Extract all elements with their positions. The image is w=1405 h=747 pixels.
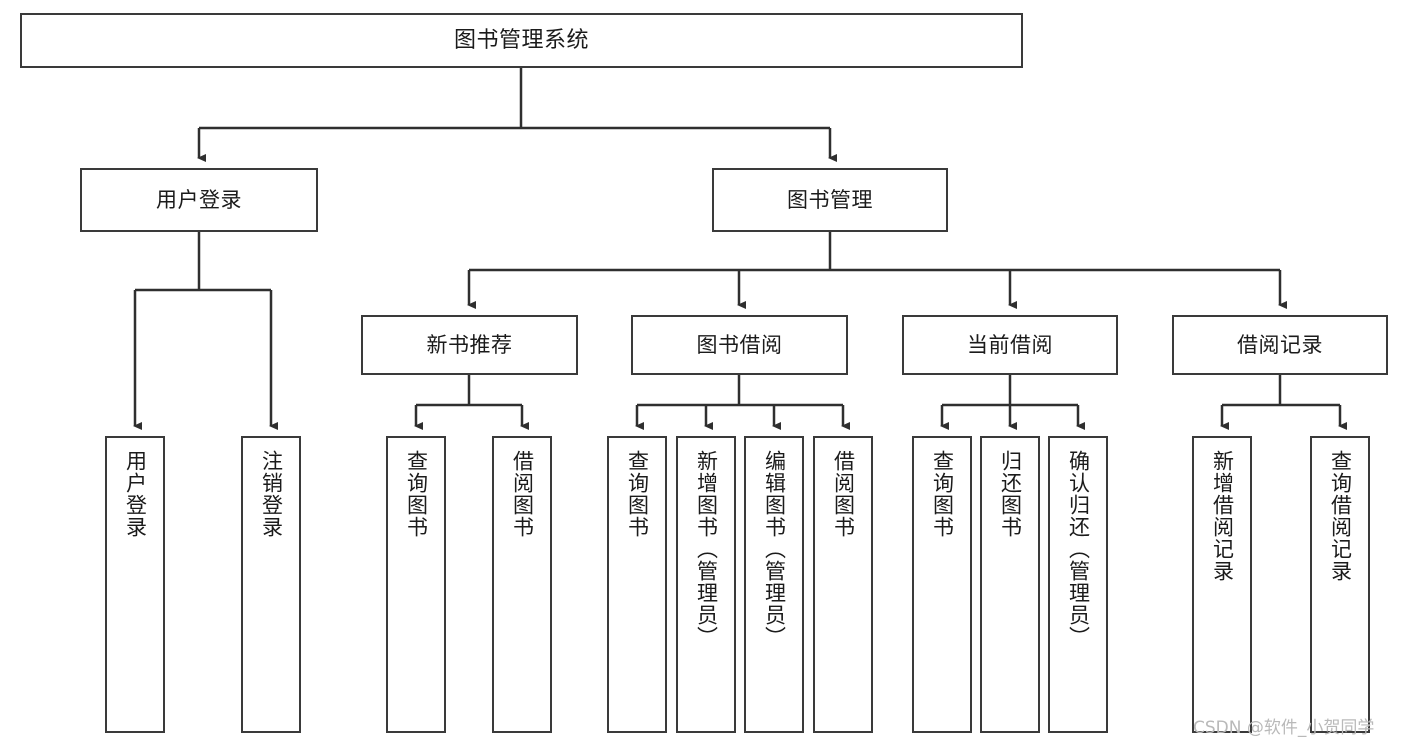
node-leaf-label: 新增图书（管理员） <box>694 450 719 648</box>
node-book-management-label: 图书管理 <box>787 187 873 212</box>
node-leaf-new-book-query[interactable]: 查询图书 <box>386 436 446 733</box>
node-new-book-recommend[interactable]: 新书推荐 <box>361 315 578 375</box>
node-leaf-label: 查询图书 <box>930 450 955 538</box>
node-book-management[interactable]: 图书管理 <box>712 168 948 232</box>
watermark-text: CSDN @软件_小贺同学 <box>1193 718 1375 738</box>
node-user-login-label: 用户登录 <box>156 187 242 212</box>
node-leaf-current-borrow-confirm[interactable]: 确认归还（管理员） <box>1048 436 1108 733</box>
node-leaf-user-login-login[interactable]: 用户登录 <box>105 436 165 733</box>
node-book-borrow-label: 图书借阅 <box>696 332 783 357</box>
node-leaf-new-book-borrow[interactable]: 借阅图书 <box>492 436 552 733</box>
node-user-login[interactable]: 用户登录 <box>80 168 318 232</box>
node-leaf-label: 查询图书 <box>404 450 429 538</box>
node-leaf-book-borrow-borrow[interactable]: 借阅图书 <box>813 436 873 733</box>
node-book-borrow[interactable]: 图书借阅 <box>631 315 848 375</box>
node-leaf-label: 查询借阅记录 <box>1328 450 1353 582</box>
node-root-system-label: 图书管理系统 <box>453 27 589 53</box>
node-root-system[interactable]: 图书管理系统 <box>20 13 1023 68</box>
node-new-book-recommend-label: 新书推荐 <box>426 332 513 357</box>
node-leaf-label: 注销登录 <box>259 450 284 538</box>
node-leaf-label: 查询图书 <box>625 450 650 538</box>
node-leaf-borrow-record-add[interactable]: 新增借阅记录 <box>1192 436 1252 733</box>
node-leaf-label: 确认归还（管理员） <box>1066 450 1091 648</box>
node-current-borrow[interactable]: 当前借阅 <box>902 315 1118 375</box>
node-leaf-label: 用户登录 <box>123 450 148 538</box>
node-current-borrow-label: 当前借阅 <box>967 332 1053 357</box>
node-leaf-book-borrow-add[interactable]: 新增图书（管理员） <box>676 436 736 733</box>
node-leaf-label: 归还图书 <box>998 450 1023 538</box>
node-leaf-label: 借阅图书 <box>831 450 856 538</box>
node-leaf-label: 新增借阅记录 <box>1210 450 1235 582</box>
node-leaf-current-borrow-query[interactable]: 查询图书 <box>912 436 972 733</box>
node-leaf-current-borrow-return[interactable]: 归还图书 <box>980 436 1040 733</box>
node-leaf-borrow-record-query[interactable]: 查询借阅记录 <box>1310 436 1370 733</box>
node-borrow-record[interactable]: 借阅记录 <box>1172 315 1388 375</box>
node-leaf-book-borrow-edit[interactable]: 编辑图书（管理员） <box>744 436 804 733</box>
node-leaf-label: 借阅图书 <box>510 450 535 538</box>
node-leaf-label: 编辑图书（管理员） <box>762 450 787 648</box>
node-leaf-book-borrow-query[interactable]: 查询图书 <box>607 436 667 733</box>
node-leaf-user-login-logout[interactable]: 注销登录 <box>241 436 301 733</box>
node-borrow-record-label: 借阅记录 <box>1237 332 1323 357</box>
